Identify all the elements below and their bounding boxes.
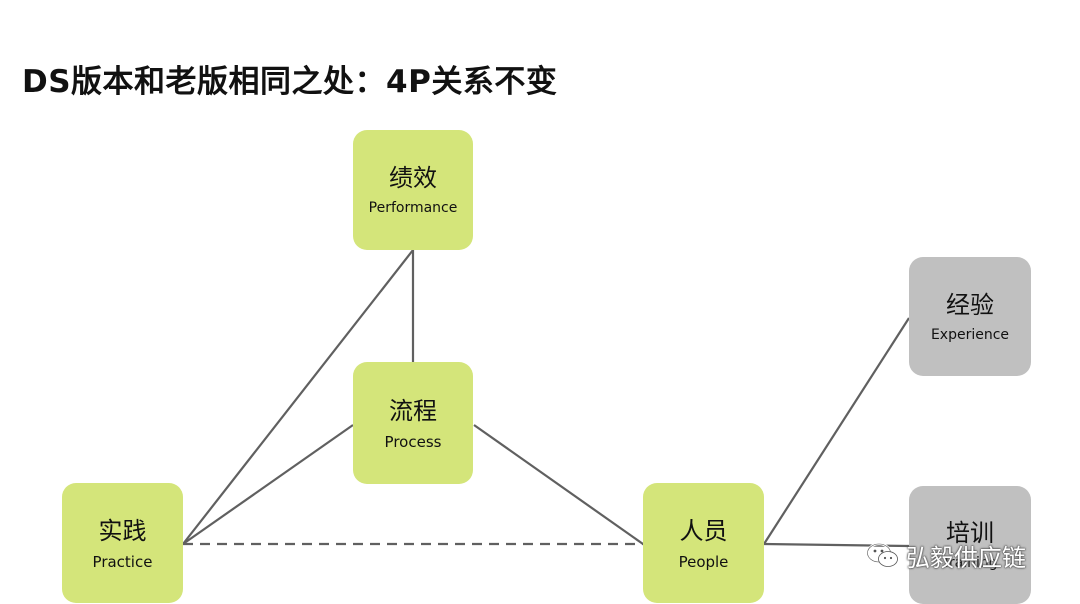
node-people-en: People xyxy=(678,552,729,571)
node-people: 人员 People xyxy=(643,483,764,603)
node-practice-cn: 实践 xyxy=(98,516,147,545)
node-training-en: Training xyxy=(942,555,998,572)
node-performance-en: Performance xyxy=(368,200,458,217)
link-performance-practice xyxy=(182,249,414,545)
node-process-cn: 流程 xyxy=(389,396,437,425)
link-process-practice xyxy=(182,424,354,545)
node-practice-en: Practice xyxy=(92,552,153,571)
node-performance: 绩效 Performance xyxy=(353,130,473,250)
wechat-icon xyxy=(866,542,898,567)
node-process-en: Process xyxy=(384,432,442,451)
watermark: 弘毅供应链 xyxy=(866,538,1026,573)
link-people-experience xyxy=(763,317,910,545)
link-process-people xyxy=(473,424,644,545)
node-process: 流程 Process xyxy=(353,362,473,484)
node-performance-cn: 绩效 xyxy=(389,164,437,193)
watermark-text: 弘毅供应链 xyxy=(906,544,1026,572)
node-experience: 经验 Experience xyxy=(909,257,1031,376)
node-people-cn: 人员 xyxy=(679,516,728,545)
node-practice: 实践 Practice xyxy=(62,483,183,603)
node-experience-en: Experience xyxy=(930,326,1010,343)
node-training-cn: 培训 xyxy=(946,519,994,548)
node-training: 培训 Training xyxy=(909,486,1031,604)
node-experience-cn: 经验 xyxy=(946,290,994,319)
slide-title: DS版本和老版相同之处：4P关系不变 xyxy=(22,64,558,100)
